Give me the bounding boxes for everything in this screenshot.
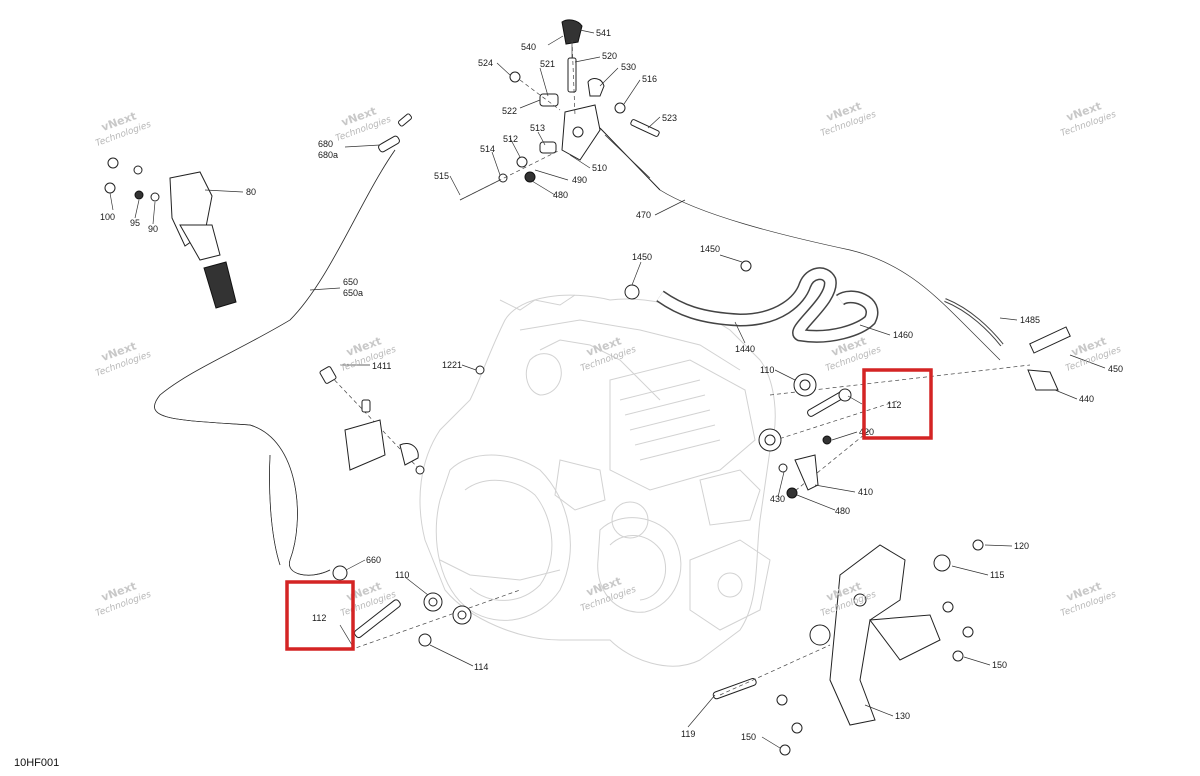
callout-label: 680a [318, 150, 338, 160]
callout-label: 110 [395, 570, 409, 580]
callout-label: 650a [343, 288, 363, 298]
hose-1440-1460 [624, 260, 879, 343]
callout-label: 100 [100, 212, 115, 222]
callout-label: 410 [858, 487, 873, 497]
callout-label: 514 [480, 144, 495, 154]
callout-label: 1460 [893, 330, 913, 340]
callout-label: 516 [642, 74, 657, 84]
callout-label: 112 [312, 613, 326, 623]
callout-label: 541 [596, 28, 611, 38]
line-1485 [944, 298, 1071, 391]
diagram-code: 10HF001 [14, 757, 59, 769]
callout-label: 150 [741, 732, 756, 742]
callout-label: 1221 [442, 360, 462, 370]
callout-label: 1450 [700, 244, 720, 254]
callout-label: 95 [130, 218, 140, 228]
callout-label: 680 [318, 139, 333, 149]
callout-label: 420 [859, 427, 874, 437]
callout-label: 520 [602, 51, 617, 61]
callout-label: 524 [478, 58, 493, 68]
callout-label: 119 [681, 729, 695, 739]
callout-label: 512 [503, 134, 518, 144]
callout-label: 90 [148, 224, 158, 234]
throttle-pedal-assembly [104, 157, 237, 309]
callout-label: 430 [770, 494, 785, 504]
callout-label: 440 [1079, 394, 1094, 404]
callout-label: 660 [366, 555, 381, 565]
callout-label: 540 [521, 42, 536, 52]
callout-label: 450 [1108, 364, 1123, 374]
callout-label: 490 [572, 175, 587, 185]
callout-label: 1440 [735, 344, 755, 354]
callout-label: 650 [343, 277, 358, 287]
callout-label: 523 [662, 113, 677, 123]
cable-650 [154, 113, 412, 576]
callout-label: 150 [992, 660, 1007, 670]
callout-labels: 540 541 520 524 521 530 516 522 523 513 … [100, 28, 1123, 742]
highlight-box-112-left [285, 580, 355, 651]
callout-label: 480 [835, 506, 850, 516]
callout-label: 521 [540, 59, 555, 69]
bottom-parts [349, 589, 521, 651]
callout-label: 513 [530, 123, 545, 133]
callout-label: 522 [502, 106, 517, 116]
shifter-assembly [459, 19, 1001, 361]
callout-label: 115 [990, 570, 1004, 580]
callout-label: 80 [246, 187, 256, 197]
callout-label: 510 [592, 163, 607, 173]
callout-label: 470 [636, 210, 651, 220]
shifter-axis-lines [459, 39, 576, 201]
callout-label: 110 [760, 365, 774, 375]
callout-label: 530 [621, 62, 636, 72]
callout-label: 120 [1014, 541, 1029, 551]
leader-lines [109, 29, 1106, 749]
callout-label: 480 [553, 190, 568, 200]
callout-label: 130 [895, 711, 910, 721]
callout-label: 114 [474, 662, 488, 672]
highlight-box-112-right [862, 368, 933, 440]
bottom-right-bracket [712, 539, 984, 756]
right-engine-parts [758, 364, 1031, 499]
callout-label: 515 [434, 171, 449, 181]
callout-label: 1485 [1020, 315, 1040, 325]
callout-label: 1450 [632, 252, 652, 262]
callout-label: 1411 [372, 361, 391, 371]
left-bracket-parts [319, 365, 485, 581]
callout-label: 112 [887, 400, 901, 410]
